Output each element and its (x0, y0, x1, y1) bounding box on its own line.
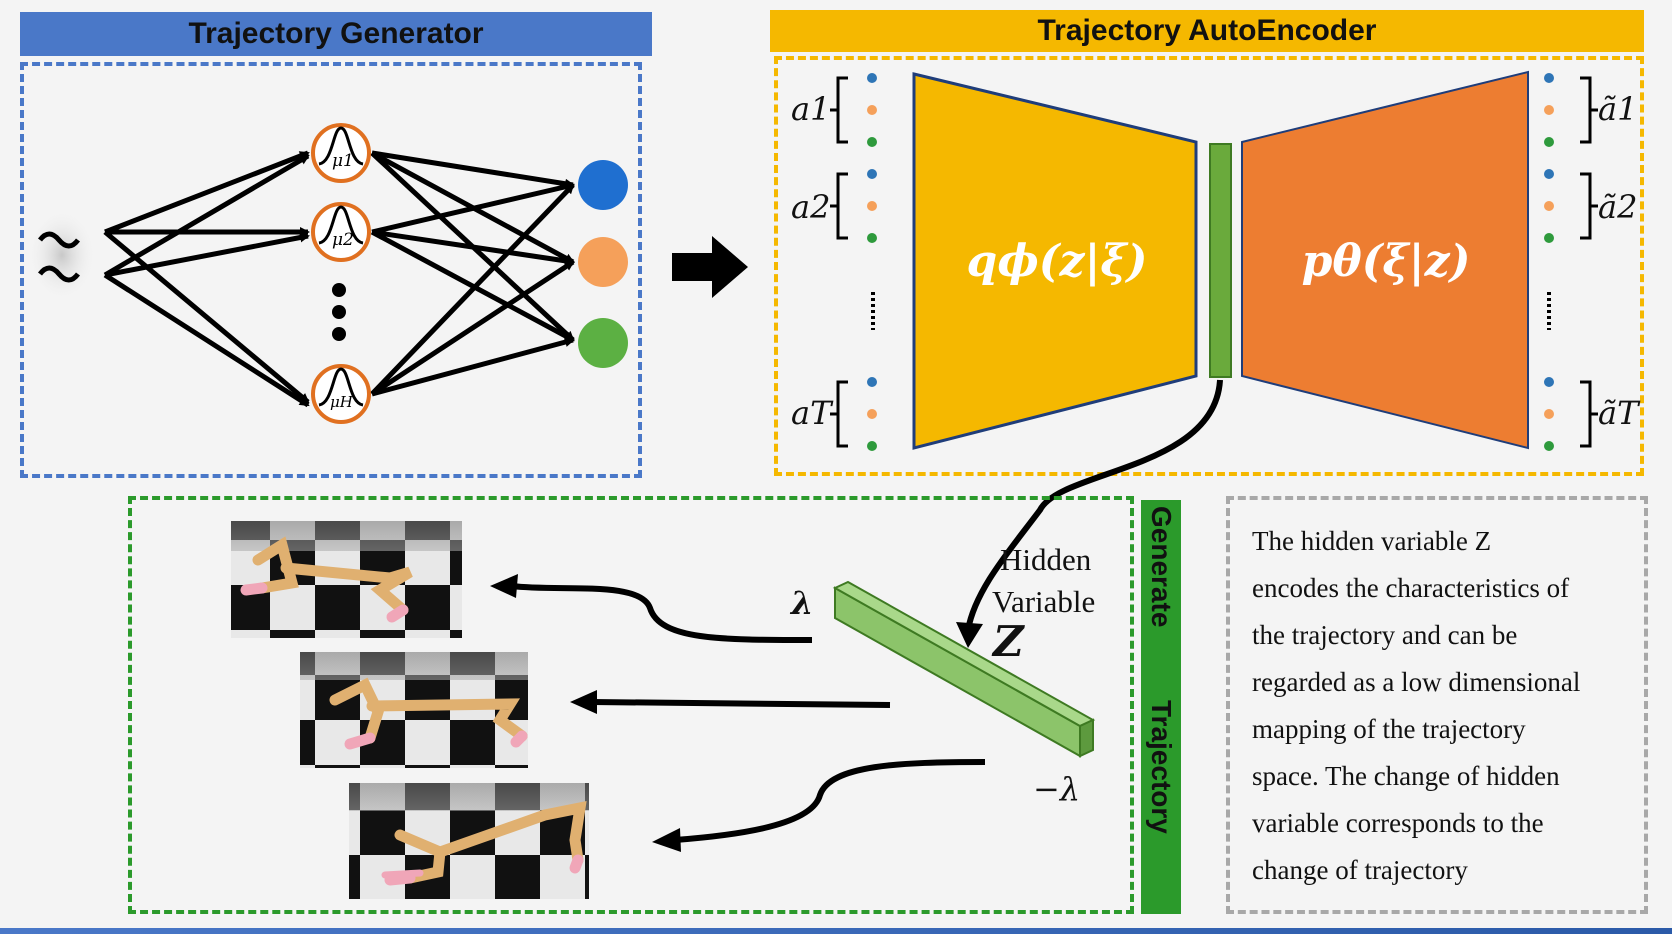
hidden-node (311, 123, 371, 183)
output-label: ã2 (1598, 188, 1637, 226)
generator-title: Trajectory Generator (188, 17, 484, 50)
hidden-variable-label-line1: Hidden (1000, 542, 1092, 577)
generator-panel (20, 62, 642, 478)
decoder-label: pθ(ξ|z) (1302, 236, 1471, 287)
hidden-node (311, 364, 371, 424)
description-line: variable corresponds to the (1252, 808, 1544, 838)
description-line: The hidden variable Z (1252, 526, 1492, 556)
autoencoder-title-banner: Trajectory AutoEncoder (770, 10, 1644, 52)
hidden-node-label: μH (330, 393, 354, 411)
description-panel: The hidden variable Z encodes the charac… (1226, 496, 1648, 914)
ellipsis-dot (332, 283, 346, 297)
trajectory-frame (231, 521, 462, 638)
hidden-node (311, 202, 371, 262)
input-label: aT (791, 394, 834, 432)
hidden-node-label: μ1 (332, 151, 354, 171)
autoencoder-title: Trajectory AutoEncoder (1037, 14, 1377, 47)
encoder-block (912, 72, 1198, 450)
output-node (578, 160, 628, 210)
output-label: ãT (1598, 394, 1641, 432)
arrowhead-icon (490, 574, 518, 598)
ellipsis-dot (332, 305, 346, 319)
description-line: the trajectory and can be (1252, 620, 1518, 650)
output-dots (1544, 73, 1554, 451)
z-latent-bar (832, 580, 1096, 758)
trajectory-frame (300, 652, 528, 768)
noise-wave-icon (38, 265, 80, 283)
decode-arrows (511, 583, 986, 843)
generator-network: μ1 μ2 μH (28, 123, 628, 424)
bottom-accent-bar (0, 928, 1672, 934)
input-connections (103, 150, 310, 408)
autoencoder-panel (774, 56, 1644, 476)
input-brackets (830, 76, 1598, 448)
hidden-variable-label-line2: Variable (992, 584, 1095, 619)
noise-wave-icon (38, 231, 80, 249)
trajectory-frame (349, 783, 589, 899)
description-line: mapping of the trajectory (1252, 714, 1526, 744)
description-line: change of trajectory (1252, 855, 1468, 885)
arrowhead-icon (570, 690, 597, 714)
input-label: a2 (791, 188, 830, 226)
lambda-positive-label: λ (789, 584, 813, 622)
description-line: space. The change of hidden (1252, 761, 1560, 791)
hidden-node-label: μ2 (332, 230, 354, 250)
hidden-connections (370, 150, 575, 397)
input-label: a1 (791, 90, 830, 128)
input-dots (867, 73, 877, 451)
decoder-block (1241, 70, 1529, 450)
arrowhead-icon (652, 828, 681, 852)
generator-title-banner: Trajectory Generator (20, 12, 652, 56)
latent-bar (1209, 143, 1232, 378)
ellipsis-dot (332, 327, 346, 341)
output-label: ã1 (1598, 90, 1637, 128)
encoder-label: qϕ(z|ξ) (967, 236, 1148, 287)
forward-arrow-icon (672, 236, 748, 298)
latent-to-z-arrowhead (956, 622, 983, 648)
description-line: encodes the characteristics of (1252, 573, 1570, 603)
generated-trajectory-panel (128, 496, 1134, 914)
generate-trajectory-bar: Generate Trajectory (1141, 500, 1181, 914)
noise-glow (28, 209, 96, 301)
z-label: Z (991, 617, 1025, 666)
output-node (578, 237, 628, 287)
description-line: regarded as a low dimensional (1252, 667, 1581, 697)
lambda-negative-label: −λ (1033, 770, 1080, 808)
output-node (578, 318, 628, 368)
